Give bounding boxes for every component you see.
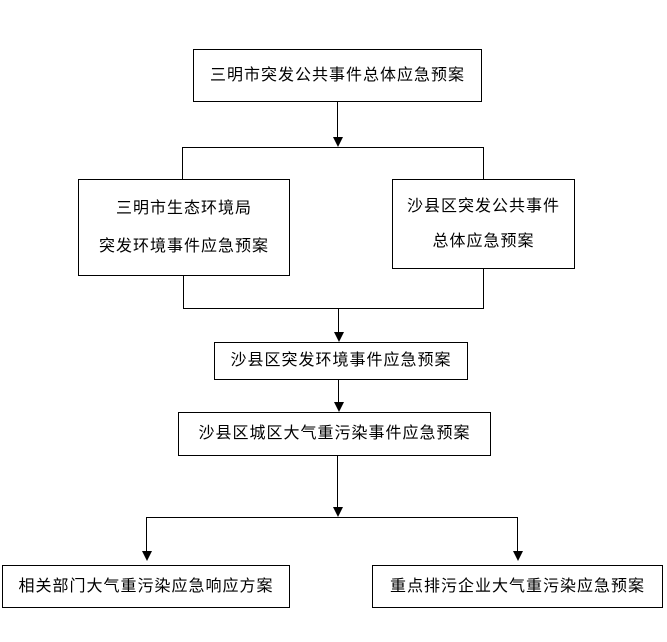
arrowhead-level1-junction [333, 137, 343, 147]
connector-junction1-drop-right [483, 147, 484, 179]
connector-level2-right-drop [483, 269, 484, 309]
node-level2-left: 三明市生态环境局 突发环境事件应急预案 [78, 179, 290, 276]
connector-junction1-horizontal [182, 147, 484, 148]
arrowhead-bottom-right [513, 551, 523, 561]
connector-junction2-level3-shaft [338, 308, 339, 333]
arrowhead-level4 [334, 402, 344, 412]
connector-level4-shaft [337, 456, 338, 508]
node-level1-label: 三明市突发公共事件总体应急预案 [209, 66, 465, 84]
arrowhead-junction3 [333, 507, 343, 517]
node-level4-label: 沙县区城区大气重污染事件应急预案 [198, 425, 471, 443]
connector-bottom-right-shaft [517, 517, 518, 552]
node-bottom-right-label: 重点排污企业大气重污染应急预案 [389, 577, 645, 595]
arrowhead-level3 [334, 332, 344, 342]
connector-junction1-drop-left [182, 147, 183, 179]
node-level4: 沙县区城区大气重污染事件应急预案 [178, 412, 491, 456]
connector-level3-level4-shaft [338, 380, 339, 403]
node-bottom-right: 重点排污企业大气重污染应急预案 [372, 565, 663, 608]
node-level2-left-line2: 突发环境事件应急预案 [98, 237, 269, 255]
connector-level1-shaft [337, 102, 338, 138]
connector-bottom-left-shaft [146, 517, 147, 552]
arrowhead-bottom-left [142, 551, 152, 561]
node-level3-label: 沙县区突发环境事件应急预案 [230, 352, 452, 370]
node-level2-right-line1: 沙县区突发公共事件 [406, 197, 560, 215]
node-level2-right-line2: 总体应急预案 [432, 233, 535, 251]
connector-junction3-horizontal [146, 517, 518, 518]
node-level2-right: 沙县区突发公共事件 总体应急预案 [392, 179, 575, 269]
node-bottom-left-label: 相关部门大气重污染应急响应方案 [18, 577, 274, 595]
node-level1: 三明市突发公共事件总体应急预案 [193, 49, 482, 102]
connector-level2-left-drop [183, 276, 184, 309]
node-level2-left-line1: 三明市生态环境局 [115, 199, 252, 217]
node-level3: 沙县区突发环境事件应急预案 [214, 342, 468, 380]
node-bottom-left: 相关部门大气重污染应急响应方案 [2, 565, 290, 608]
connector-junction2-horizontal [183, 308, 484, 309]
